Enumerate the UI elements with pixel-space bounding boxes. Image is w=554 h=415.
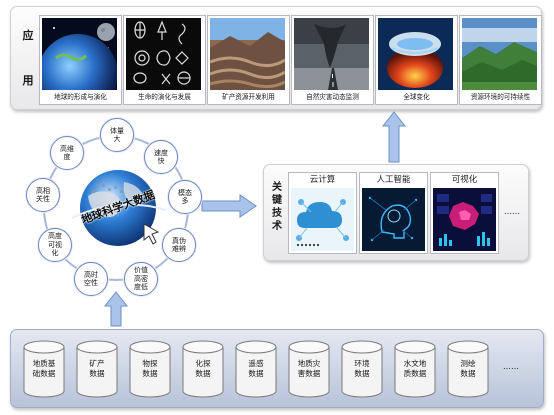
database-cylinder-icon: [394, 340, 436, 398]
feature-visualization: 高度 可视 化: [38, 228, 72, 262]
db-label: 化探 数据: [195, 359, 211, 378]
global-change-image: [378, 18, 453, 90]
db-label: 地质灾 害数据: [297, 359, 321, 378]
cloud-computing-image: [291, 188, 354, 251]
database-cylinder-icon: [235, 340, 277, 398]
feature-low-value-density: 价值 高密 度低: [124, 262, 158, 296]
cursor-icon: [143, 223, 160, 245]
key-technology-panel: 关键技术 云计算 人工智能 可视化 …: [263, 164, 529, 261]
data-sources-panel: 地质基 础数据 矿产 数据 物探 数据 化探 数据 遥感 数据 地质灾 害数据 …: [10, 329, 544, 408]
tech-title: 人工智能: [376, 175, 411, 185]
db-label: 遥感 数据: [248, 359, 264, 378]
arrow-data-to-core: [103, 291, 129, 327]
tech-title: 可视化: [451, 175, 478, 185]
app-caption: 生命的演化与发展: [138, 93, 191, 101]
green-mountains-image: [462, 18, 537, 90]
feature-label: 速度 快: [154, 148, 168, 166]
key-technology-label: 关键技术: [272, 182, 282, 232]
db-mineral: 矿产 数据: [76, 340, 118, 398]
feature-label: 价值 高密 度低: [134, 266, 148, 292]
tech-card-visualization: 可视化: [430, 172, 499, 254]
arrow-core-to-tech: [201, 194, 257, 218]
feature-label: 体量 大: [110, 126, 124, 144]
app-caption: 地球的形成与演化: [54, 93, 107, 101]
tech-card-ai: 人工智能: [359, 172, 428, 254]
arrow-tech-to-applications: [381, 111, 407, 163]
mine-landscape-image: [210, 18, 285, 90]
database-cylinder-icon: [447, 340, 489, 398]
artificial-intelligence-image: [362, 188, 425, 251]
db-label: 地质基 础数据: [32, 359, 56, 378]
db-hydrogeology: 水文地 质数据: [394, 340, 436, 398]
globe-icon: [71, 170, 167, 246]
feature-label: 高度 可视 化: [48, 232, 62, 258]
db-surveying: 测绘 数据: [447, 340, 489, 398]
feature-label: 高维 度: [60, 144, 74, 162]
database-cylinder-icon: [76, 340, 118, 398]
db-label: 物探 数据: [142, 359, 158, 378]
db-label: 测绘 数据: [460, 359, 476, 378]
app-card-mineral-resources: 矿产资源开发利用: [207, 15, 290, 105]
database-cylinder-icon: [23, 340, 65, 398]
feature-label: 真伪 难辨: [172, 236, 186, 254]
app-caption: 资源环境的可持续性: [470, 93, 531, 101]
app-card-sustainability: 资源环境的可持续性: [459, 15, 542, 105]
tornado-image: [294, 18, 369, 90]
feature-label: 高相 关性: [36, 186, 50, 204]
database-cylinder-icon: [341, 340, 383, 398]
tech-title: 云计算: [309, 175, 336, 185]
applications-label-2: 用: [22, 74, 34, 87]
feature-multimodal: 模态 多: [168, 180, 202, 214]
app-card-life-evolution: 生命的演化与发展: [123, 15, 206, 105]
app-card-global-change: 全球变化: [375, 15, 458, 105]
feature-label: 高时 空性: [84, 270, 98, 288]
db-remote-sensing: 遥感 数据: [235, 340, 277, 398]
feature-label: 模态 多: [178, 188, 192, 206]
db-geochemical: 化探 数据: [182, 340, 224, 398]
feature-veracity: 真伪 难辨: [162, 228, 196, 262]
db-label: 环境 数据: [354, 359, 370, 378]
database-cylinder-icon: [182, 340, 224, 398]
db-geophysical: 物探 数据: [129, 340, 171, 398]
earth-formation-image: [42, 18, 117, 90]
database-cylinder-icon: [288, 340, 330, 398]
app-card-disaster-monitoring: 自然灾害动态监测: [291, 15, 374, 105]
app-caption: 自然灾害动态监测: [306, 93, 359, 101]
db-geological-basic: 地质基 础数据: [23, 340, 65, 398]
db-label: 矿产 数据: [89, 359, 105, 378]
visualization-dashboard-image: [433, 188, 496, 251]
tech-card-cloud: 云计算: [288, 172, 357, 254]
feature-large-volume: 体量 大: [100, 118, 134, 152]
db-environment: 环境 数据: [341, 340, 383, 398]
app-card-earth-evolution: 地球的形成与演化: [39, 15, 122, 105]
feature-spatiotemporal: 高时 空性: [74, 262, 108, 296]
db-label: 水文地 质数据: [403, 359, 427, 378]
applications-panel: 应 用 地球的形成与演化 生命的演化与: [10, 6, 542, 110]
data-more-ellipsis: ……: [503, 362, 519, 371]
feature-high-velocity: 速度 快: [144, 140, 178, 174]
applications-label-1: 应: [22, 29, 34, 42]
database-cylinder-icon: [129, 340, 171, 398]
app-caption: 全球变化: [403, 93, 430, 101]
app-caption: 矿产资源开发利用: [222, 93, 275, 101]
feature-high-dimensional: 高维 度: [50, 136, 84, 170]
db-geohazard: 地质灾 害数据: [288, 340, 330, 398]
fossils-image: [126, 18, 201, 90]
feature-correlation: 高相 关性: [26, 178, 60, 212]
tech-more-ellipsis: ……: [504, 207, 520, 216]
